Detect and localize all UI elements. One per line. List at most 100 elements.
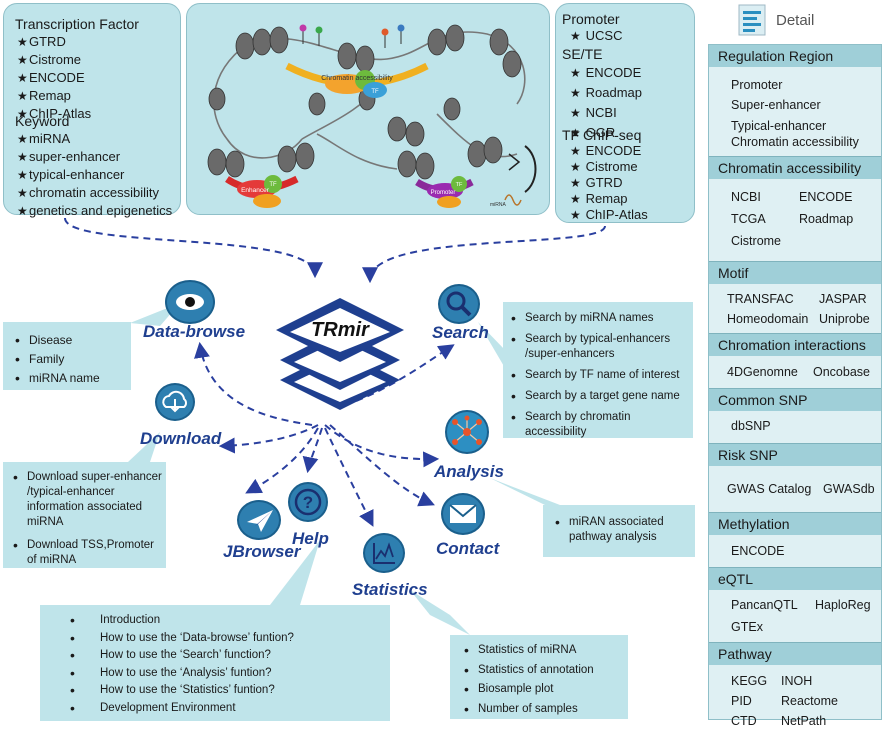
list-item: Download super-enhancer /typical-enhance… bbox=[11, 470, 162, 530]
star-icon: ★ bbox=[17, 132, 28, 146]
callout-pointer bbox=[128, 432, 160, 462]
detail-item: Chromatin accessibility bbox=[731, 135, 859, 149]
data-source-panel: Promoter ★ UCSC SE/TE ★ ENCODE ★ Roadmap… bbox=[555, 3, 695, 223]
list-item: Biosample plot bbox=[462, 680, 624, 700]
download-button[interactable] bbox=[155, 383, 195, 421]
sete-list: ★ ENCODE ★ Roadmap ★ NCBI ★ GGR bbox=[570, 63, 642, 143]
help-label[interactable]: Help bbox=[292, 529, 329, 548]
help-button[interactable]: ? bbox=[288, 482, 328, 522]
envelope-icon bbox=[449, 504, 477, 523]
section-body: NCBI ENCODE TCGA Roadmap Cistrome bbox=[709, 179, 881, 261]
analysis-button[interactable] bbox=[445, 410, 489, 454]
star-icon: ★ bbox=[17, 89, 28, 103]
network-icon bbox=[452, 415, 482, 445]
data-browse-button[interactable] bbox=[165, 280, 215, 324]
section-body: PancanQTL HaploReg GTEx bbox=[709, 590, 881, 642]
section-regulation-region: Regulation Region bbox=[709, 45, 881, 67]
star-icon: ★ bbox=[570, 29, 581, 43]
star-icon: ★ bbox=[570, 66, 581, 80]
detail-item: ENCODE bbox=[799, 190, 853, 204]
section-body: GWAS Catalog GWASdb bbox=[709, 466, 881, 512]
section-methylation: Methylation bbox=[709, 512, 881, 535]
chipseq-item: ★ GTRD bbox=[570, 175, 623, 190]
search-label[interactable]: Search bbox=[432, 323, 489, 342]
analysis-callout: miRAN associated pathway analysis bbox=[543, 505, 695, 557]
list-item: Search by TF name of interest bbox=[509, 368, 689, 383]
detail-item: GTEx bbox=[731, 620, 763, 634]
list-item: miRAN associated pathway analysis bbox=[553, 515, 691, 545]
trmir-logo[interactable]: TRmir bbox=[270, 290, 410, 430]
chipseq-title: TF ChIP-seq bbox=[562, 127, 642, 143]
promoter-list: ★ UCSC bbox=[570, 27, 622, 45]
list-item: How to use the ‘Statistics’ funtion? bbox=[40, 682, 390, 700]
data-browse-callout: Disease Family miRNA name bbox=[3, 322, 131, 390]
line-chart-icon bbox=[373, 542, 395, 564]
detail-item: GWAS Catalog bbox=[727, 482, 812, 496]
svg-text:?: ? bbox=[303, 493, 313, 512]
callout-pointer bbox=[270, 540, 320, 605]
chromatin-diagram: Chromatin accessibility TF Enhancer TF P… bbox=[207, 24, 537, 208]
chipseq-item: ★ ENCODE bbox=[570, 143, 642, 158]
detail-item: Reactome bbox=[781, 694, 838, 708]
search-button[interactable] bbox=[438, 284, 480, 324]
callout-pointer bbox=[478, 322, 505, 368]
star-icon: ★ bbox=[17, 150, 28, 164]
detail-item: NetPath bbox=[781, 714, 827, 728]
detail-item: KEGG bbox=[731, 674, 768, 688]
star-icon: ★ bbox=[17, 107, 28, 121]
help-callout: Introduction How to use the ‘Data-browse… bbox=[40, 605, 390, 721]
jbrowser-label[interactable]: JBrowser bbox=[223, 542, 301, 561]
section-chromation-interactions: Chromation interactions bbox=[709, 333, 881, 356]
section-body: TRANSFAC JASPAR Homeodomain Uniprobe bbox=[709, 284, 881, 333]
detail-item: Homeodomain bbox=[727, 312, 809, 326]
star-icon: ★ bbox=[570, 126, 581, 140]
jbrowser-button[interactable] bbox=[237, 500, 281, 540]
detail-column: Regulation Region Promoter Super-enhance… bbox=[708, 44, 882, 728]
star-icon: ★ bbox=[17, 35, 28, 49]
statistics-label[interactable]: Statistics bbox=[352, 580, 428, 599]
enhancer-label: Enhancer bbox=[241, 187, 270, 194]
detail-item: Cistrome bbox=[731, 234, 782, 248]
chipseq-item: ★ Remap bbox=[570, 191, 628, 206]
promoter-label: Promoter bbox=[431, 190, 456, 196]
detail-item: INOH bbox=[781, 674, 813, 688]
sources-panel: Transcription Factor ★GTRD ★Cistrome ★EN… bbox=[3, 3, 181, 218]
callout-pointer bbox=[410, 590, 470, 635]
tf-label-promoter: TF bbox=[456, 182, 463, 188]
star-icon: ★ bbox=[570, 86, 581, 100]
detail-item: HaploReg bbox=[815, 598, 871, 612]
star-icon: ★ bbox=[17, 53, 28, 67]
tf-list: ★GTRD ★Cistrome ★ENCODE ★Remap ★ChIP-Atl… bbox=[17, 33, 91, 123]
keyword-list: ★miRNA ★super-enhancer ★typical-enhancer… bbox=[17, 130, 172, 220]
detail-item: Typical-enhancer bbox=[731, 119, 827, 133]
analysis-label[interactable]: Analysis bbox=[434, 462, 504, 481]
detail-item: dbSNP bbox=[731, 419, 771, 433]
section-body: Promoter Super-enhancer Typical-enhancer… bbox=[709, 67, 881, 156]
promoter-item: ★ UCSC bbox=[570, 28, 623, 43]
section-body: dbSNP bbox=[709, 411, 881, 443]
document-icon bbox=[737, 3, 767, 37]
download-label[interactable]: Download bbox=[140, 429, 222, 448]
keyword-title: Keyword bbox=[15, 113, 70, 129]
contact-button[interactable] bbox=[441, 493, 485, 535]
list-item: How to use the ‘Analysis’ funtion? bbox=[40, 665, 390, 683]
list-item: miRNA name bbox=[13, 369, 131, 388]
search-callout: Search by miRNA names Search by typical-… bbox=[503, 302, 693, 438]
detail-item: ENCODE bbox=[731, 544, 785, 558]
star-icon: ★ bbox=[570, 176, 581, 190]
chipseq-item: ★ ChIP-Atlas bbox=[570, 207, 648, 222]
sete-item: ★ GGR bbox=[570, 123, 642, 143]
section-body: KEGG INOH PID Reactome CTD NetPath bbox=[709, 665, 881, 735]
section-eqtl: eQTL bbox=[709, 567, 881, 590]
star-icon: ★ bbox=[570, 208, 581, 222]
keyword-item: ★chromatin accessibility bbox=[17, 185, 160, 200]
list-item: Disease bbox=[13, 331, 131, 350]
statistics-button[interactable] bbox=[363, 533, 405, 573]
star-icon: ★ bbox=[17, 71, 28, 85]
list-item: How to use the ‘Search’ function? bbox=[40, 647, 390, 665]
star-icon: ★ bbox=[570, 192, 581, 206]
contact-label[interactable]: Contact bbox=[436, 539, 500, 558]
list-item: Number of samples bbox=[462, 700, 624, 720]
detail-item: Super-enhancer bbox=[731, 98, 821, 112]
data-browse-label[interactable]: Data-browse bbox=[143, 322, 246, 341]
